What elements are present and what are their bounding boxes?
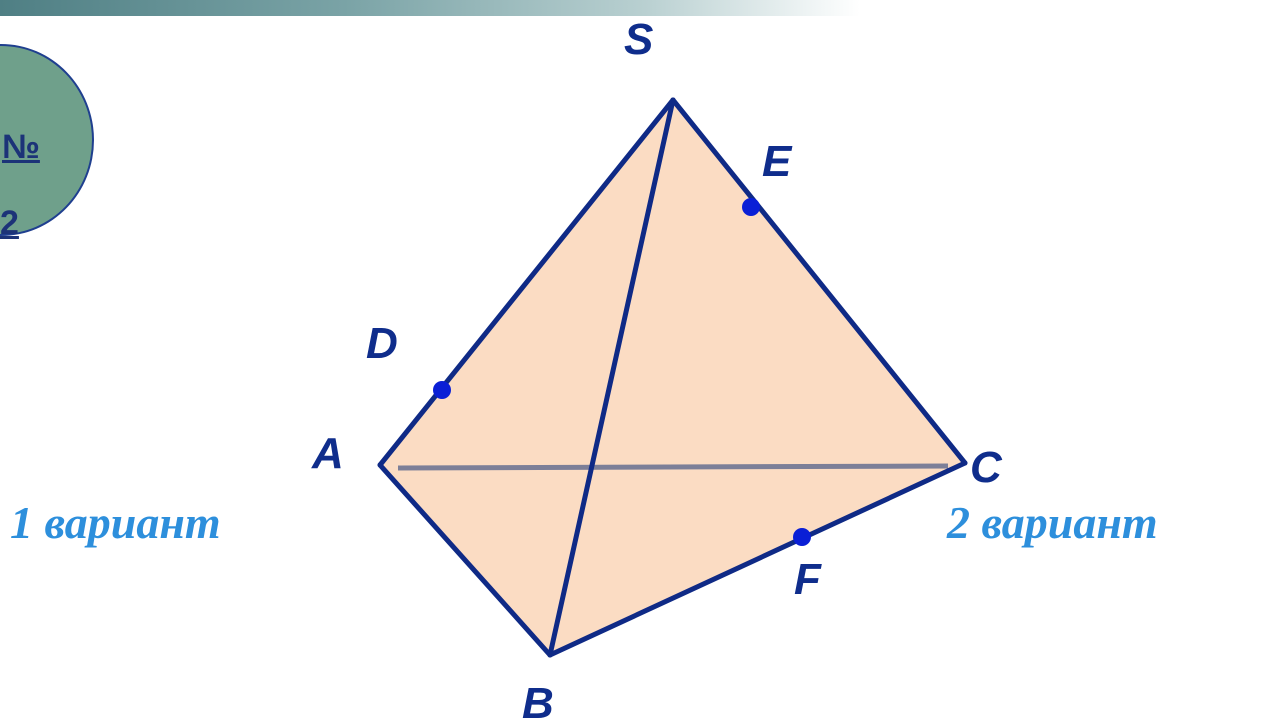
label-e: E <box>762 137 793 186</box>
edge-ab <box>377 462 553 658</box>
header-strip <box>0 0 860 16</box>
label-d: D <box>366 319 398 368</box>
edge-bc <box>547 460 968 658</box>
edge-ac-hidden <box>397 463 949 471</box>
label-c: C <box>970 443 1003 492</box>
label-s: S <box>624 15 653 64</box>
edge-sa <box>377 97 676 468</box>
label-f: F <box>794 555 822 604</box>
variant-1-label: 1 вариант <box>10 497 221 548</box>
variant-2-label: 2 вариант <box>947 497 1158 548</box>
tetrahedron-faces <box>380 100 965 655</box>
edge-sc <box>670 97 968 466</box>
point-f <box>793 528 811 546</box>
point-d <box>433 381 451 399</box>
label-a: A <box>311 429 344 478</box>
label-b: B <box>522 679 554 726</box>
edge-sb <box>547 97 676 658</box>
badge-number-sign: № <box>2 128 40 166</box>
badge-number: 2 <box>0 204 19 242</box>
point-e <box>742 198 760 216</box>
